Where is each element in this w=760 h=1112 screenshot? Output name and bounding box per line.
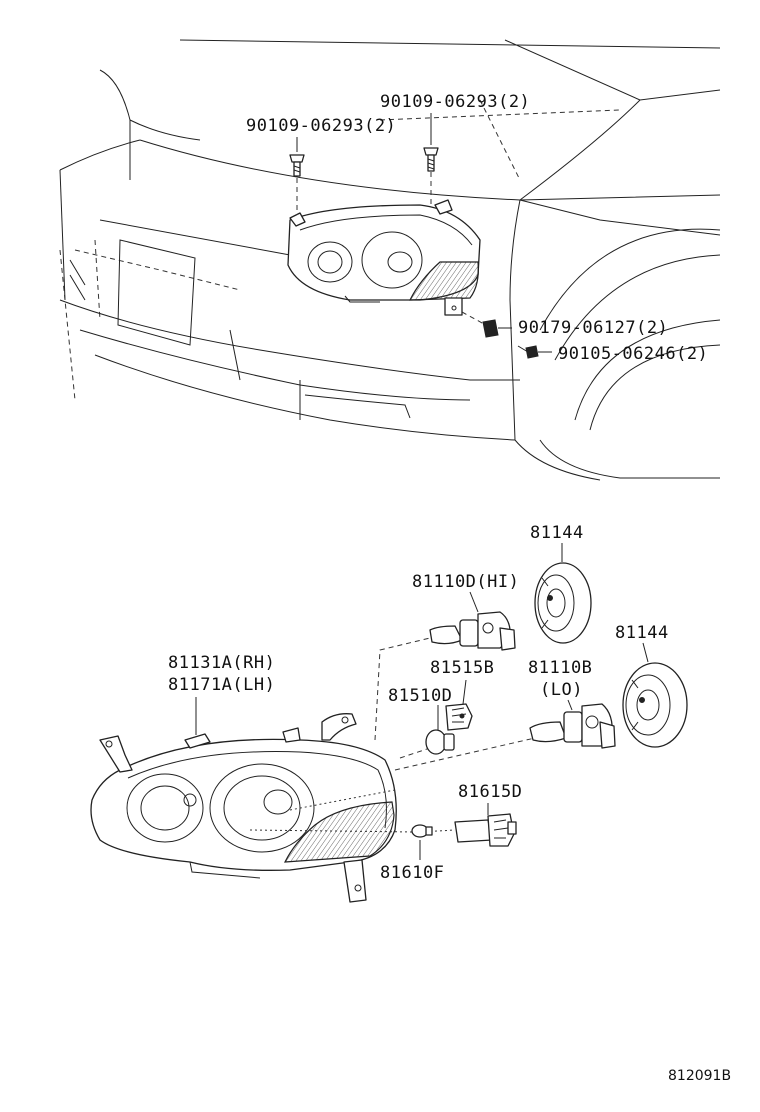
- part-label: 90109-06293(2): [380, 92, 530, 112]
- diagram-code: 812091B: [668, 1068, 731, 1084]
- part-label: 90109-06293(2): [246, 116, 396, 136]
- socket-icon: [445, 703, 473, 731]
- part-label: (LO): [540, 680, 583, 700]
- bulb-cover-icon: [622, 662, 688, 748]
- part-label: 81610F: [380, 863, 444, 883]
- leader-line: [462, 679, 467, 705]
- leader-line: [642, 642, 649, 663]
- screw-icon: [517, 345, 539, 359]
- part-label: 81144: [530, 523, 584, 543]
- explode-line: [374, 637, 431, 741]
- part-label: 81515B: [430, 658, 494, 678]
- bolt-right-icon: [423, 147, 439, 205]
- bulb-hi-icon: [429, 611, 516, 651]
- part-label: 81171A(LH): [168, 675, 275, 695]
- part-label: 81110D(HI): [412, 572, 519, 592]
- part-label: 81615D: [458, 782, 522, 802]
- part-label: 81110B: [528, 658, 592, 678]
- leader-line: [469, 591, 479, 613]
- part-label: 90105-06246(2): [558, 344, 708, 364]
- bulb-lo-icon: [529, 703, 616, 749]
- small-bulb-icon: [411, 824, 433, 838]
- headlamp-assembly: [90, 713, 416, 903]
- car-front-body-outline: [59, 39, 721, 481]
- clip-nut-icon: [461, 311, 499, 338]
- part-label: 81144: [615, 623, 669, 643]
- explode-line: [399, 747, 431, 759]
- bolt-left-icon: [289, 154, 305, 215]
- explode-line: [394, 737, 536, 771]
- bulb-cover-icon: [534, 562, 592, 644]
- part-label: 81510D: [388, 686, 452, 706]
- headlamp-installed: [287, 199, 481, 316]
- part-label: 90179-06127(2): [518, 318, 668, 338]
- wedge-bulb-icon: [425, 729, 455, 755]
- leader-line: [567, 699, 573, 711]
- part-label: 81131A(RH): [168, 653, 275, 673]
- socket-icon: [454, 813, 517, 847]
